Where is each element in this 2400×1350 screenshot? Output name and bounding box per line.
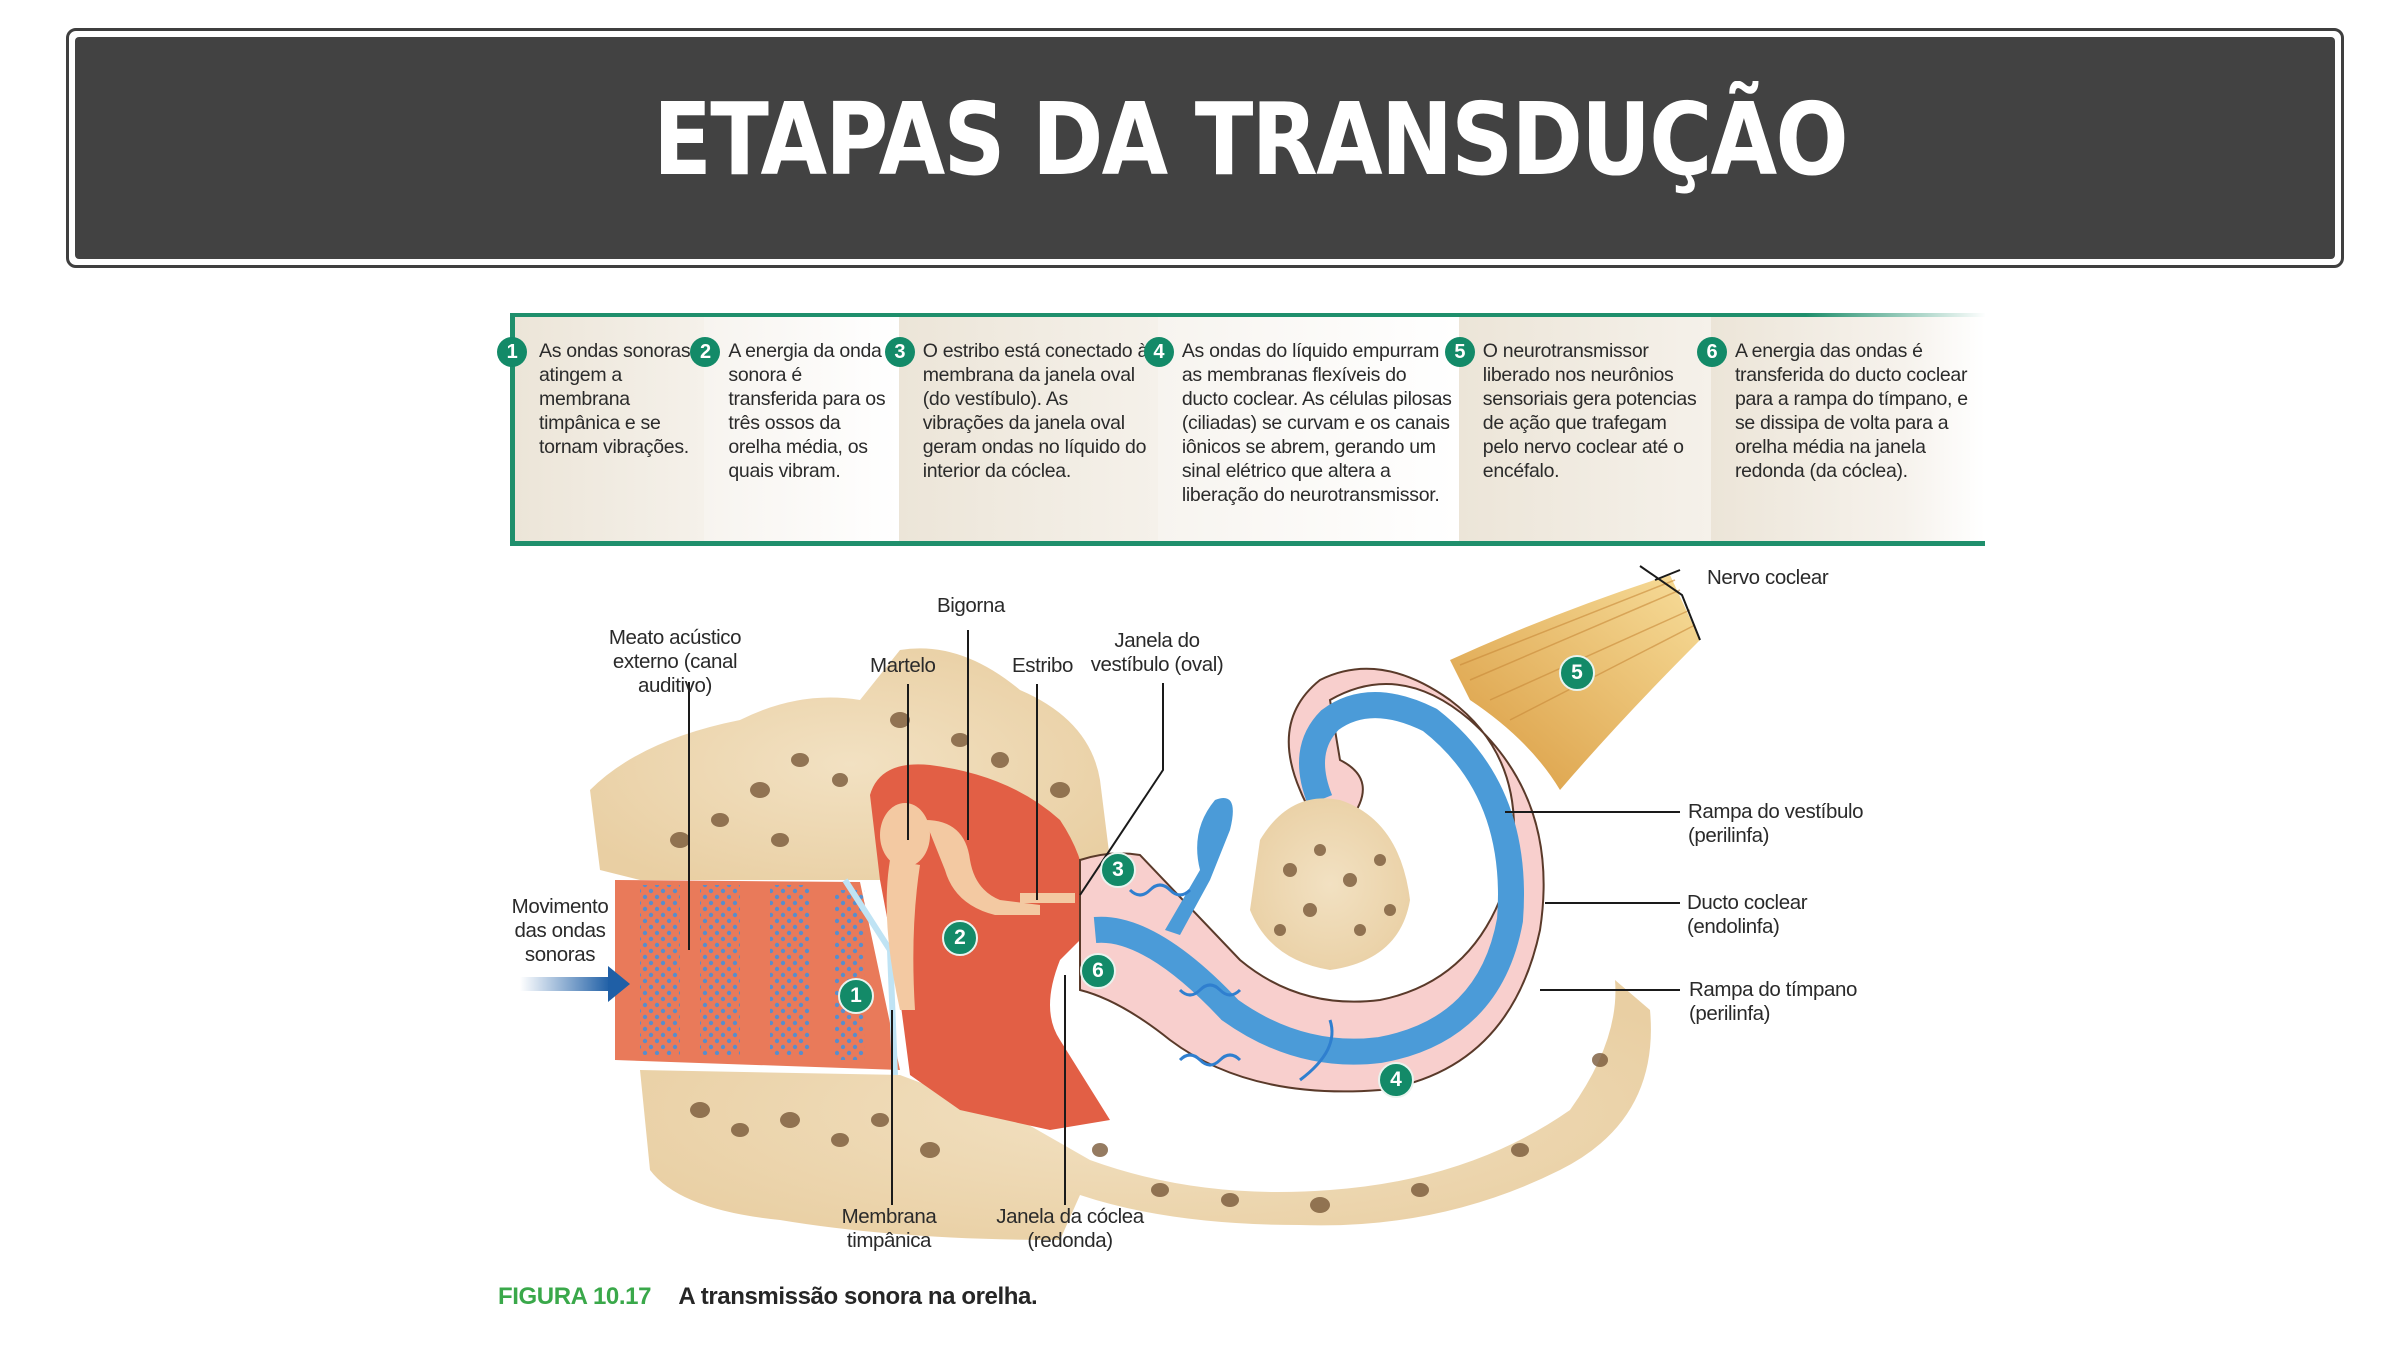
step-text: As ondas sonoras atingem a membrana timp… [539, 340, 691, 458]
label-janela-vestibulo: Janela do vestíbulo (oval) [1090, 629, 1224, 676]
label-membrana-timpanica: Membrana timpânica [841, 1205, 937, 1252]
label-movimento: Movimento das ondas sonoras [511, 895, 609, 966]
label-martelo: Martelo [870, 654, 936, 677]
figure-number: FIGURA 10.17 [498, 1283, 652, 1310]
step-2: 2 A energia da onda sonora é transferida… [690, 317, 899, 541]
label-rampa-vestibulo: Rampa do vestíbulo (perilinfa) [1688, 800, 1864, 847]
marker-3: 3 [1100, 852, 1136, 888]
step-number-badge: 6 [1696, 337, 1727, 367]
label-estribo: Estribo [1012, 654, 1074, 677]
step-4: 4 As ondas do líquido empurram as membra… [1143, 317, 1459, 541]
step-6: 6 A energia das ondas é transferida do d… [1696, 317, 1985, 541]
step-number-badge: 4 [1143, 337, 1174, 367]
ear-diagram: Meato acústico externo (canal auditivo) … [500, 560, 2000, 1280]
marker-1: 1 [838, 978, 874, 1014]
title-frame: ETAPAS DA TRANSDUÇÃO [66, 28, 2344, 268]
step-text: O estribo está conectado à membrana da j… [922, 340, 1149, 482]
page-title: ETAPAS DA TRANSDUÇÃO [653, 81, 1848, 198]
label-rampa-timpano: Rampa do tímpano (perilinfa) [1689, 978, 1857, 1025]
step-text: A energia das ondas é transferida do duc… [1734, 340, 1968, 482]
steps-panel: 1 As ondas sonoras atingem a membrana ti… [497, 313, 1986, 546]
label-meato: Meato acústico externo (canal auditivo) [608, 626, 742, 697]
label-janela-coclea: Janela da cóclea (redonda) [996, 1205, 1144, 1252]
figure-caption-text: A transmissão sonora na orelha. [678, 1283, 1038, 1310]
step-text: A energia da onda sonora é transferida p… [728, 340, 886, 482]
marker-6: 6 [1080, 953, 1116, 989]
marker-4: 4 [1378, 1062, 1414, 1098]
label-nervo-coclear: Nervo coclear [1707, 566, 1829, 589]
label-ducto-coclear: Ducto coclear (endolinfa) [1687, 891, 1808, 938]
marker-2: 2 [942, 920, 978, 956]
step-number-badge: 5 [1444, 337, 1475, 367]
step-text: As ondas do líquido empurram as membrana… [1181, 340, 1452, 506]
step-1: 1 As ondas sonoras atingem a membrana ti… [497, 317, 705, 541]
marker-5: 5 [1559, 655, 1595, 691]
step-number-badge: 1 [497, 337, 527, 367]
step-number-badge: 3 [884, 337, 915, 367]
title-bar: ETAPAS DA TRANSDUÇÃO [75, 37, 2335, 259]
figure-caption: FIGURA 10.17 A transmissão sonora na ore… [498, 1283, 1038, 1311]
step-5: 5 O neurotransmissor liberado nos neurôn… [1444, 317, 1711, 541]
ear-illustration [520, 565, 1701, 1240]
step-text: O neurotransmissor liberado nos neurônio… [1482, 340, 1697, 482]
label-bigorna: Bigorna [937, 594, 1005, 617]
step-number-badge: 2 [690, 337, 721, 367]
step-3: 3 O estribo está conectado à membrana da… [884, 317, 1158, 541]
